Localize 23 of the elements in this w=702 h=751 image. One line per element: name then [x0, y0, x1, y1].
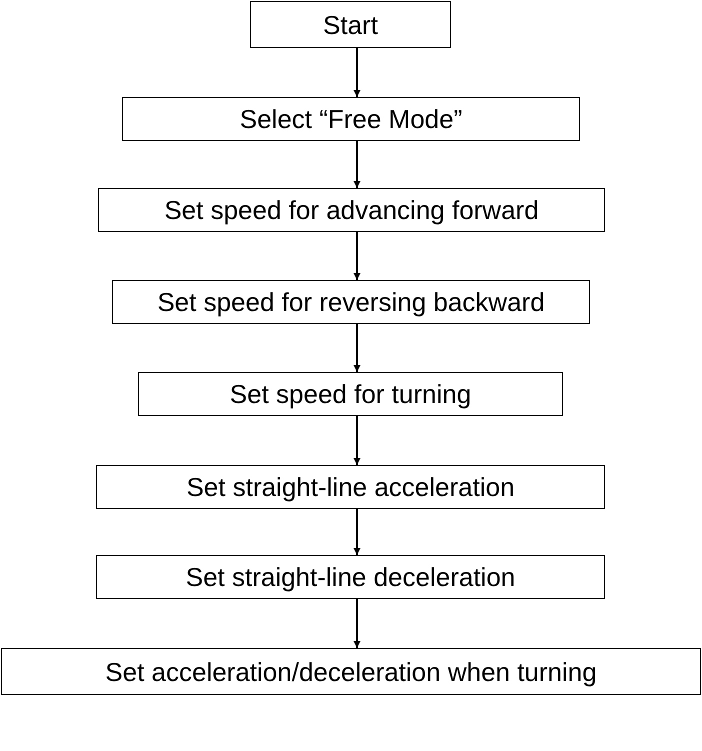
box-label: Set speed for advancing forward — [164, 197, 539, 223]
arrow — [354, 141, 360, 188]
box-label: Set speed for reversing backward — [157, 289, 545, 315]
box-label: Set straight-line deceleration — [186, 564, 516, 590]
arrow — [354, 324, 360, 372]
box-label: Start — [323, 12, 378, 38]
process-box — [122, 97, 580, 141]
process-box — [1, 648, 701, 695]
box-label: Set acceleration/deceleration when turning — [105, 658, 597, 684]
box-label: Select “Free Mode” — [240, 106, 462, 132]
process-box — [112, 280, 590, 324]
arrow — [354, 416, 360, 465]
process-box — [96, 465, 605, 509]
arrow — [354, 509, 360, 555]
arrow — [354, 599, 360, 648]
arrow — [354, 232, 360, 280]
process-box — [96, 555, 605, 599]
process-box — [250, 1, 451, 48]
box-label: Set speed for turning — [230, 381, 472, 407]
box-label: Set straight-line acceleration — [186, 474, 515, 500]
arrow — [354, 48, 360, 97]
process-box — [138, 372, 563, 416]
process-box — [98, 188, 605, 232]
